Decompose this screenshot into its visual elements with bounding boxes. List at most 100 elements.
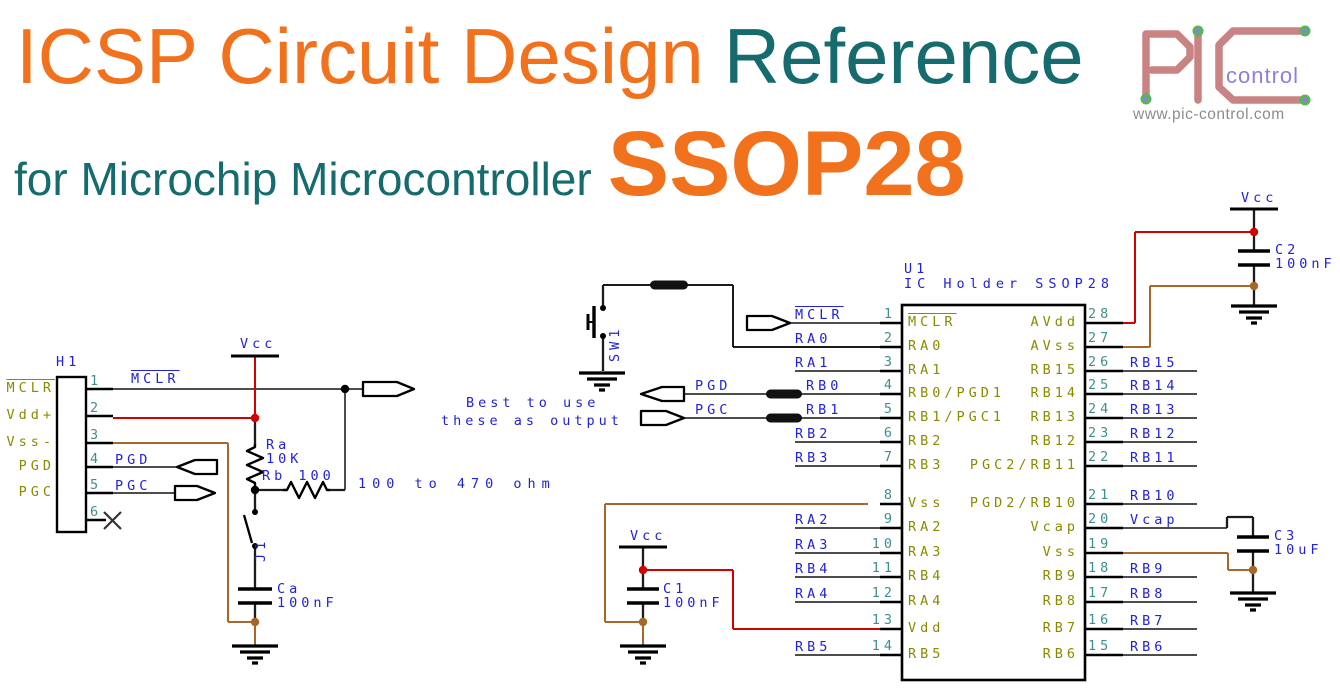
mclr-out-port-icon <box>361 380 416 398</box>
resistor-ra-icon <box>245 444 265 487</box>
cap-c1-value: 100nF <box>663 595 724 611</box>
cap-ca-ref: Ca <box>277 581 302 597</box>
net-label: RB2 <box>795 426 832 442</box>
ic-pin-name: Vdd <box>908 620 945 636</box>
ic-pin-name: RB5 <box>908 646 945 662</box>
logo-pads <box>1140 25 1311 106</box>
ic-pin-name: RA0 <box>908 338 945 354</box>
cap-c3-value: 10uF <box>1274 542 1323 558</box>
h1-pgd-port-icon <box>175 458 219 476</box>
ic-pin-number: 4 <box>883 377 896 393</box>
ic-pin-number: 24 <box>1088 401 1113 417</box>
ic-pin-number: 22 <box>1088 449 1113 465</box>
net-label: RB14 <box>1130 378 1179 394</box>
connector-pin-number: 1 <box>90 373 103 389</box>
net-label: PGD <box>115 452 152 468</box>
ic-pin-number: 13 <box>871 612 896 628</box>
connector-ref: H1 <box>56 354 81 370</box>
connector-h1-body <box>55 375 88 534</box>
connector-pin-number: 5 <box>90 477 103 493</box>
ic-pin-number: 9 <box>883 511 896 527</box>
bead-icons <box>650 280 802 423</box>
net-label: RB6 <box>1130 639 1167 655</box>
net-label: RB10 <box>1130 488 1179 504</box>
ic-pgd-port-icon <box>639 385 686 403</box>
net-label: RA0 <box>795 331 832 347</box>
ic-name: IC Holder SSOP28 <box>904 276 1115 292</box>
switch-sw1-ref: SW1 <box>607 325 623 362</box>
ic-pin-name: RB14 <box>1030 385 1079 401</box>
logo-letter-p <box>1142 30 1194 103</box>
connector-pin-number: 2 <box>90 400 103 416</box>
ic-pin-name: MCLR <box>908 314 957 330</box>
ic-pin-number: 28 <box>1088 306 1113 322</box>
ic-pgc-port-label: PGC <box>695 402 732 418</box>
resistor-ra-value: 10K <box>266 451 303 467</box>
net-label: Vcap <box>1130 512 1179 528</box>
ic-pin-number: 12 <box>871 585 896 601</box>
vss-wires <box>113 285 1254 645</box>
ic-pin-name: RA1 <box>908 362 945 378</box>
net-label: RB7 <box>1130 613 1167 629</box>
ic-pin-name: RB15 <box>1030 362 1079 378</box>
net-label: RB8 <box>1130 586 1167 602</box>
vcc-label-c1: Vcc <box>630 528 667 544</box>
title-main: ICSP Circuit Design <box>16 12 704 100</box>
net-label: MCLR <box>795 307 844 323</box>
connector-pin-number: 6 <box>90 504 103 520</box>
net-label: PGC <box>115 478 152 494</box>
title-reference: Reference <box>723 12 1084 100</box>
ic-pin-number: 8 <box>883 487 896 503</box>
ic-pin-number: 15 <box>1088 638 1113 654</box>
ic-pin-number: 5 <box>883 401 896 417</box>
h1-pgc-port-icon <box>173 484 217 502</box>
cap-c1-ref: C1 <box>663 581 688 597</box>
resistor-ra-ref: Ra <box>266 437 291 453</box>
ic-pin-name: RB6 <box>1042 646 1079 662</box>
ic-pgd-port-label: PGD <box>695 378 732 394</box>
net-label: RB9 <box>1130 561 1167 577</box>
pic-logo-icon <box>1142 27 1309 104</box>
ic-pin-number: 14 <box>871 638 896 654</box>
ic-pin-number: 19 <box>1088 536 1113 552</box>
ic-pin-name: Vcap <box>1030 519 1079 535</box>
ic-pin-name: AVdd <box>1030 314 1079 330</box>
vcc-label-left: Vcc <box>240 336 277 352</box>
jumper-j1-ref: J1 <box>253 537 269 562</box>
net-label: RB1 <box>806 402 843 418</box>
connector-pin-name: Vdd+ <box>6 407 55 423</box>
ic-pin-stubs <box>880 321 1123 657</box>
net-label: RB4 <box>795 561 832 577</box>
net-label: RA1 <box>795 355 832 371</box>
ic-pin-number: 10 <box>871 536 896 552</box>
ic-pin-name: RB12 <box>1030 433 1079 449</box>
connector-pin-name: PGD <box>18 458 55 474</box>
ic-pin-number: 11 <box>871 560 896 576</box>
ic-pin-name: RB9 <box>1042 568 1079 584</box>
ic-pin-number: 23 <box>1088 425 1113 441</box>
ic-pin-name: RB2 <box>908 433 945 449</box>
net-label: MCLR <box>131 371 180 387</box>
ic-mclr-port-icon <box>745 314 792 332</box>
net-label: RA3 <box>795 537 832 553</box>
subtitle-text: for Microchip Microcontroller <box>14 153 592 205</box>
vcc-symbol-bars <box>231 207 1278 549</box>
connector-pin-number: 3 <box>90 427 103 443</box>
ic-pin-number: 17 <box>1088 585 1113 601</box>
jumper-j1-icon <box>242 514 254 544</box>
connector-pin-name: Vss- <box>6 434 55 450</box>
net-label: RB13 <box>1130 402 1179 418</box>
ic-pin-name: RB3 <box>908 457 945 473</box>
ic-pin-number: 21 <box>1088 487 1113 503</box>
ic-pin-number: 3 <box>883 354 896 370</box>
cap-c3-ref: C3 <box>1274 528 1299 544</box>
ic-pin-number: 1 <box>883 306 896 322</box>
logo-control-text: control <box>1226 63 1300 88</box>
ic-pin-number: 2 <box>883 330 896 346</box>
junction-dots <box>250 227 1259 627</box>
ic-u1-body <box>900 303 1087 682</box>
connector-pin-name: MCLR <box>6 380 55 396</box>
